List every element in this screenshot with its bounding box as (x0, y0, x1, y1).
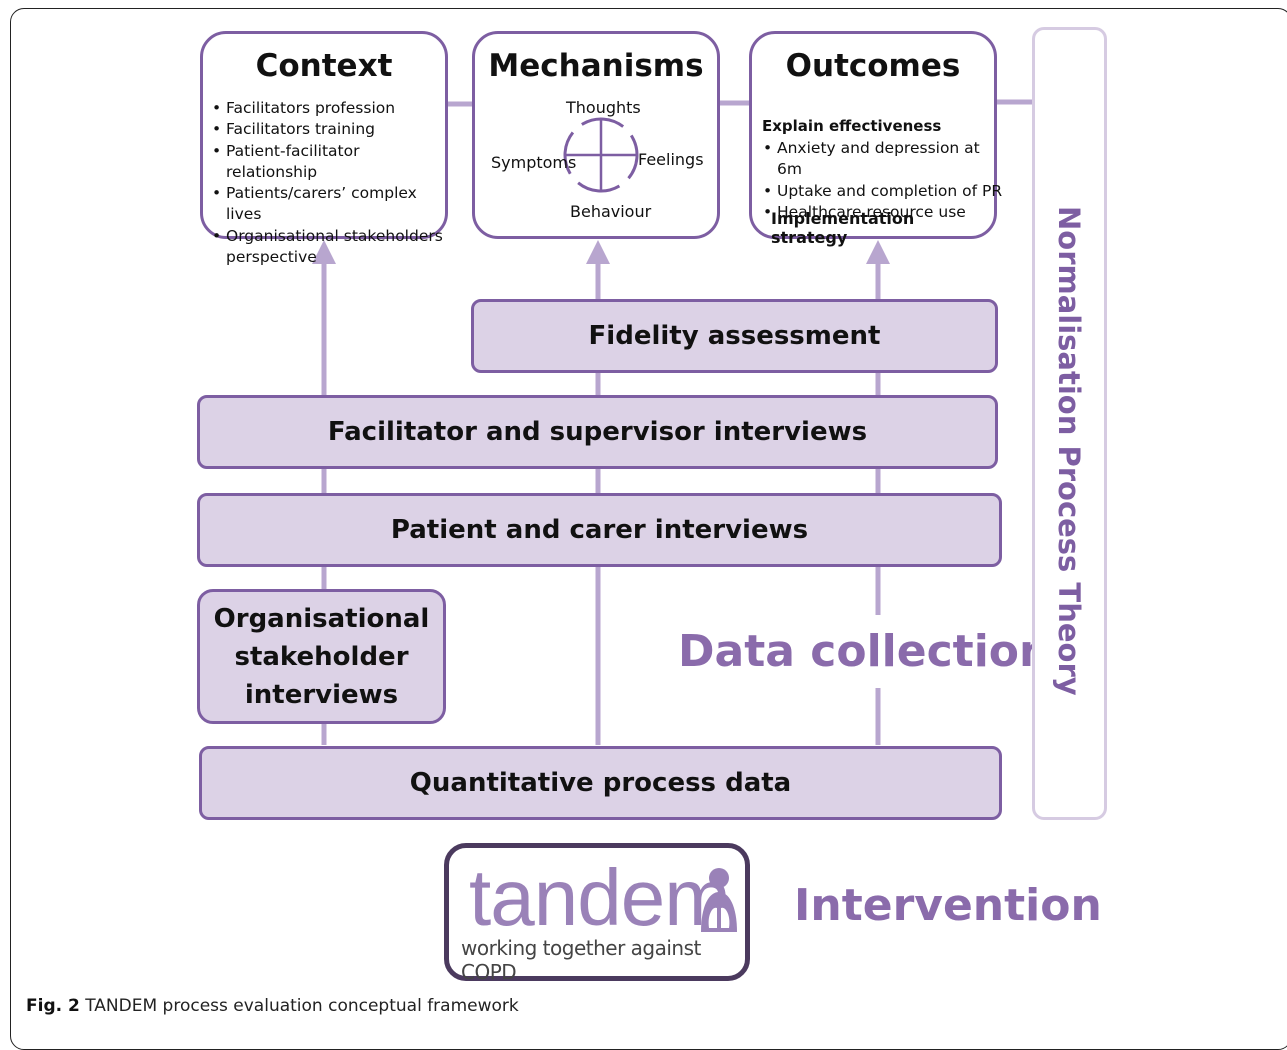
lungs-person-icon (701, 868, 737, 932)
caption-text: TANDEM process evaluation conceptual fra… (85, 996, 519, 1016)
logo-wordmark: tandem (469, 853, 731, 942)
data-collection-label: Data collection (678, 626, 1051, 677)
fidelity-assessment-bar: Fidelity assessment (471, 299, 998, 373)
mechanisms-feelings: Feelings (638, 150, 704, 169)
mechanisms-up-arrow (586, 240, 610, 264)
context-item: Facilitators profession (212, 98, 448, 120)
intervention-label: Intervention (794, 880, 1102, 931)
outcomes-title: Outcomes (785, 48, 961, 84)
context-box: Context Facilitators profession Facilita… (200, 31, 448, 266)
outcomes-item: Uptake and completion of PR (763, 181, 1003, 203)
outcomes-up-arrow (866, 240, 890, 264)
context-list: Facilitators profession Facilitators tra… (212, 98, 448, 268)
outcomes-list: Anxiety and depression at 6m Uptake and … (763, 138, 1003, 223)
mechanisms-title: Mechanisms (488, 48, 704, 84)
context-title: Context (255, 48, 393, 84)
context-item: Organisational stakeholders perspective (212, 226, 448, 269)
figure-caption: Fig. 2 TANDEM process evaluation concept… (26, 996, 519, 1016)
organisational-stakeholder-interviews-bar: Organisational stakeholder interviews (197, 589, 446, 724)
mechanisms-thoughts: Thoughts (566, 98, 641, 117)
context-item: Patients/carers’ complex lives (212, 183, 448, 226)
npt-label: Normalisation Process Theory (1052, 206, 1086, 696)
mechanisms-behaviour: Behaviour (570, 202, 652, 221)
mechanisms-cycle-diagram (563, 117, 639, 193)
context-item: Facilitators training (212, 119, 448, 141)
outcomes-item: Healthcare resource use (763, 202, 1003, 224)
context-item: Patient-facilitator relationship (212, 141, 448, 184)
caption-label: Fig. 2 (26, 996, 80, 1016)
outcomes-item: Anxiety and depression at 6m (763, 138, 1003, 181)
tandem-logo: tandem working together against COPD (444, 843, 750, 984)
logo-tagline: working together against COPD (461, 936, 701, 984)
mechanisms-box: Mechanisms Thoughts Symptoms Feelings Be… (472, 31, 720, 239)
outcomes-box: Outcomes Explain effectiveness Anxiety a… (749, 31, 1002, 247)
facilitator-supervisor-interviews-bar: Facilitator and supervisor interviews (197, 395, 998, 469)
patient-carer-interviews-bar: Patient and carer interviews (197, 493, 1002, 567)
mechanisms-symptoms: Symptoms (491, 153, 577, 172)
outcomes-explain-heading: Explain effectiveness (762, 117, 942, 135)
quantitative-process-data-bar: Quantitative process data (199, 746, 1002, 820)
npt-panel (1032, 27, 1107, 820)
outcomes-implementation: Implementation strategy (771, 209, 915, 247)
